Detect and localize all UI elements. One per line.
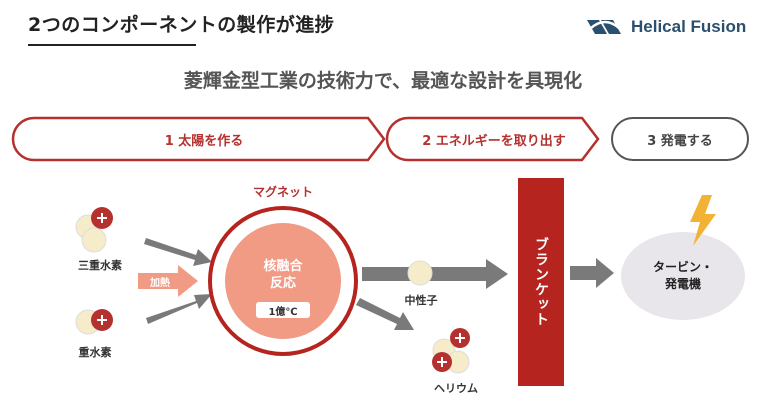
step-3-label: 3 発電する [647,133,713,149]
lightning-icon [690,195,716,246]
title-underline [28,44,196,46]
deuterium-arrow [146,294,212,324]
tritium-arrow [144,238,212,266]
neutron-icon [407,260,433,286]
helix-logo-icon [587,20,621,34]
helium-arrow [356,298,414,330]
fusion-core [225,223,341,339]
blanket-bar [518,178,564,386]
tritium-label: 三重水素 [78,259,122,272]
turbine-arrow [570,258,614,288]
neutron-arrow [362,259,508,289]
subtitle: 菱輝金型工業の技術力で、最適な設計を具現化 [183,70,583,92]
core-line-1: 核融合 [263,259,303,274]
turbine-line-2: 発電機 [664,277,701,291]
step-3-box [611,117,749,161]
helium-label: ヘリウム [434,382,478,395]
turbine-line-1: タービン・ [652,260,713,274]
neutron-label: 中性子 [404,294,438,307]
heating-arrow [138,265,198,297]
turbine-label: タービン・ 発電機 [630,259,736,293]
step-2-arrow [385,116,600,162]
heating-label: 加熱 [150,278,170,289]
logo-text: Helical Fusion [631,17,747,36]
fusion-reaction-label: 核融合 反応 [243,258,323,292]
tritium-nucleus-icon [75,207,113,253]
deuterium-nucleus-icon [75,309,113,335]
magnet-label: マグネット [252,185,313,199]
blanket-label: ブランケット [533,237,549,327]
step-1-arrow [11,116,386,162]
temperature-badge: 1億℃ [256,302,310,318]
step-2-label: 2 エネルギーを取り出す [422,133,566,149]
helium-nucleus-icon [432,328,470,374]
company-logo: Helical Fusion [585,14,746,40]
core-line-2: 反応 [269,276,296,291]
page-title: 2つのコンポーネントの製作が進捗 [28,14,335,36]
step-1-label: 1 太陽を作る [164,133,244,149]
turbine-ellipse [621,232,745,320]
deuterium-label: 重水素 [78,346,112,359]
